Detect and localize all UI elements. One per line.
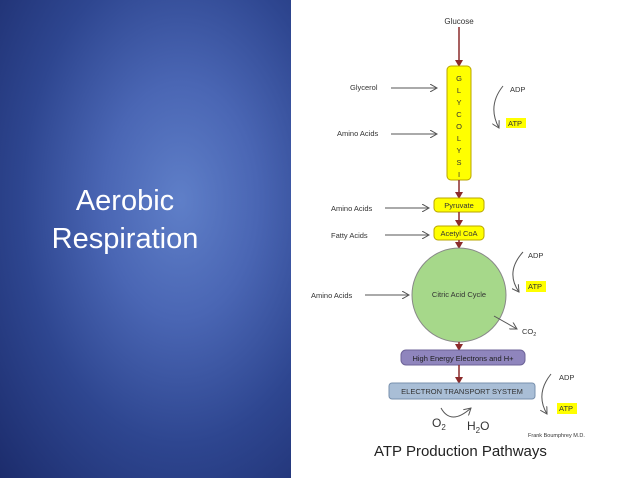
amino-acids-pyruvate-label: Amino Acids (331, 204, 373, 213)
co2-subscript: 2 (533, 332, 536, 338)
h2o-label: H2O (467, 419, 489, 435)
h2o-o: O (480, 419, 489, 433)
atp-badge-3 (557, 403, 577, 414)
atp-label-2: ATP (528, 282, 542, 291)
adp-atp-curve-3 (542, 373, 552, 414)
citric-acid-cycle-label: Citric Acid Cycle (432, 290, 486, 299)
slide-title: Aerobic Respiration (20, 182, 230, 258)
co2-arrow (493, 315, 517, 329)
co2-label: CO2 (522, 327, 536, 338)
fatty-acids-label: Fatty Acids (331, 231, 368, 240)
o2-text: O (432, 416, 441, 430)
adp-atp-curve-2 (513, 251, 524, 292)
amino-acids-cycle-label: Amino Acids (311, 291, 353, 300)
adp-label-1: ADP (510, 85, 525, 94)
glycolysis-letter: Y (456, 146, 461, 155)
amino-acids-glycolysis-label: Amino Acids (337, 129, 379, 138)
diagram-caption: ATP Production Pathways (374, 443, 547, 460)
glycerol-label: Glycerol (350, 83, 378, 92)
slide-title-line-2: Respiration (51, 223, 199, 255)
slide-title-line-1: Aerobic (75, 185, 175, 217)
h2o-h: H (467, 419, 476, 433)
credit-label: Frank Boumphrey M.D. (528, 433, 585, 439)
title-panel (0, 0, 291, 478)
glucose-label: Glucose (444, 17, 474, 26)
high-energy-label: High Energy Electrons and H+ (412, 354, 514, 363)
atp-badge-2 (526, 281, 546, 292)
acetyl-coa-label: Acetyl CoA (440, 229, 477, 238)
glycolysis-letter: L (457, 86, 461, 95)
glycolysis-letter: Y (456, 98, 461, 107)
glycolysis-letter: G (456, 74, 462, 83)
co2-text: CO (522, 327, 533, 336)
o2-subscript: 2 (441, 423, 446, 432)
adp-label-2: ADP (528, 251, 543, 260)
glycolysis-letter: S (456, 158, 461, 167)
glycolysis-letter: L (457, 134, 461, 143)
atp-badge-1 (506, 118, 526, 128)
o2-h2o-curve (440, 408, 471, 418)
glycolysis-letters: G L Y C O L Y S I (456, 74, 462, 179)
glycolysis-letter: I (458, 170, 460, 179)
atp-pathway-diagram: Glucose G L Y C O L Y S I Glycerol Amino… (311, 17, 585, 460)
glycolysis-letter: C (456, 110, 462, 119)
atp-label-1: ATP (508, 119, 522, 128)
ets-label: ELECTRON TRANSPORT SYSTEM (401, 387, 523, 396)
high-energy-box (400, 349, 526, 366)
o2-label: O2 (432, 416, 446, 432)
pyruvate-label: Pyruvate (444, 201, 474, 210)
atp-label-3: ATP (559, 404, 573, 413)
ets-box (388, 382, 536, 400)
glycolysis-letter: O (456, 122, 462, 131)
adp-label-3: ADP (559, 373, 574, 382)
adp-atp-curve-1 (494, 85, 504, 128)
h2o-subscript: 2 (476, 426, 481, 435)
